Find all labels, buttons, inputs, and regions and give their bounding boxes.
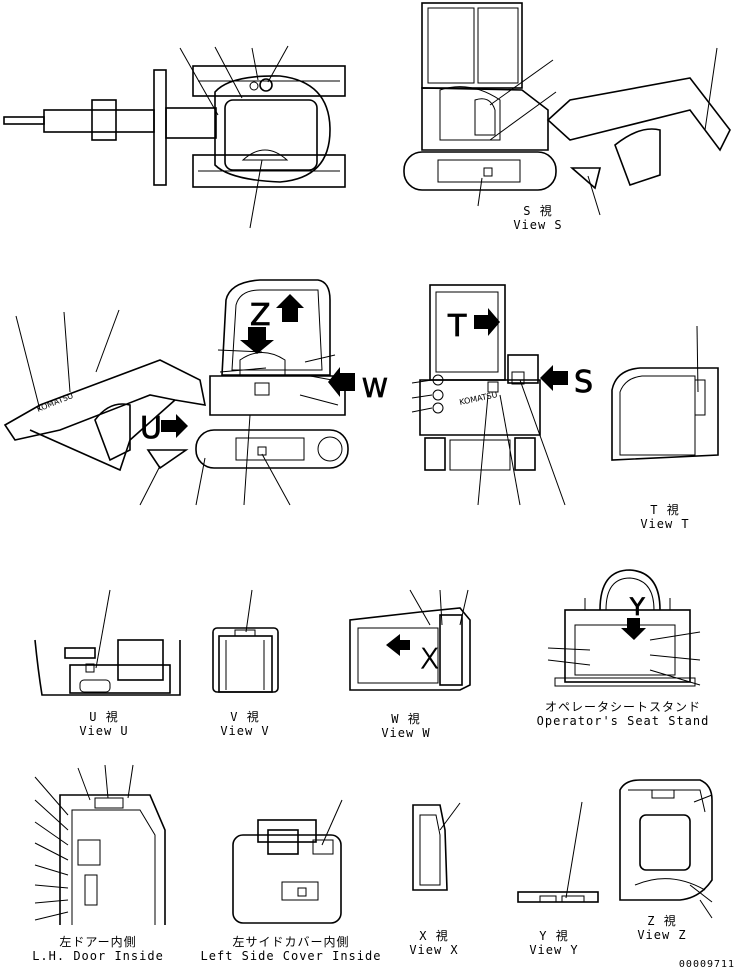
caption-view-x-en: View X	[409, 943, 459, 957]
left-cover-drawing	[232, 799, 343, 924]
caption-lh-door: 左ドアー内側 L.H. Door Inside	[18, 935, 178, 963]
seat-stand-drawing	[547, 569, 701, 687]
arrow-letter-s: S	[574, 365, 593, 400]
caption-view-u: U 視 View U	[64, 710, 144, 738]
view-u-drawing	[34, 589, 181, 696]
caption-view-w: W 視 View W	[366, 712, 446, 740]
caption-seat-stand-jp: オペレータシートスタンド	[544, 700, 701, 714]
caption-view-s-en: View S	[513, 218, 563, 232]
view-x-drawing	[412, 802, 461, 891]
caption-lh-door-jp: 左ドアー内側	[59, 935, 137, 949]
arrow-letter-t: T	[447, 309, 467, 344]
view-w-x-letter: X	[420, 642, 439, 675]
boom-decal-text: KOMATSU	[35, 391, 74, 414]
caption-view-w-en: View W	[381, 726, 431, 740]
rear-view-leader-lines	[411, 379, 566, 506]
caption-view-v-jp: V 視	[230, 710, 260, 724]
rear-view-arrows	[474, 308, 568, 391]
left-view-arrows	[161, 294, 355, 438]
caption-left-cover: 左サイドカバー内側 Left Side Cover Inside	[193, 935, 389, 963]
drawing-number: 00009711	[678, 959, 736, 970]
caption-view-s-jp: S 視	[523, 204, 553, 218]
caption-left-cover-jp: 左サイドカバー内側	[232, 935, 350, 949]
arrow-letter-y: Y	[629, 593, 645, 621]
view-s-leader-lines	[477, 47, 718, 216]
caption-view-u-en: View U	[79, 724, 129, 738]
caption-view-y: Y 視 View Y	[514, 929, 594, 957]
view-z-drawing	[619, 779, 713, 919]
caption-view-v: V 視 View V	[205, 710, 285, 738]
view-w-drawing: X	[349, 589, 471, 691]
caption-view-s: S 視 View S	[498, 204, 578, 232]
caption-view-y-jp: Y 視	[539, 929, 569, 943]
caption-view-v-en: View V	[220, 724, 270, 738]
top-view-machine	[3, 65, 346, 188]
caption-view-w-jp: W 視	[391, 712, 421, 726]
rear-view-machine: KOMATSU	[419, 284, 541, 471]
caption-view-z-jp: Z 視	[647, 914, 677, 928]
arrow-letter-w: W	[362, 374, 388, 404]
lh-door-drawing	[34, 764, 166, 925]
caption-view-z-en: View Z	[637, 928, 687, 942]
caption-view-y-en: View Y	[529, 943, 579, 957]
caption-view-t: T 視 View T	[625, 503, 705, 531]
caption-view-t-jp: T 視	[650, 503, 680, 517]
caption-view-x-jp: X 視	[419, 929, 449, 943]
left-view-leader-lines	[15, 309, 339, 506]
top-view-leader-lines	[179, 45, 289, 229]
view-t-drawing	[611, 325, 719, 461]
caption-view-z: Z 視 View Z	[622, 914, 702, 942]
caption-left-cover-en: Left Side Cover Inside	[200, 949, 382, 963]
caption-view-x: X 視 View X	[394, 929, 474, 957]
view-y-drawing	[517, 801, 599, 903]
view-s-machine	[403, 2, 731, 191]
caption-seat-stand: オペレータシートスタンド Operator's Seat Stand	[528, 700, 718, 728]
view-v-drawing	[212, 589, 279, 693]
counterweight-decal-text: KOMATSU	[459, 390, 499, 407]
caption-seat-stand-en: Operator's Seat Stand	[536, 714, 710, 728]
arrow-letter-z: Z	[250, 298, 271, 333]
arrow-letter-u: U	[140, 411, 162, 446]
caption-view-t-en: View T	[640, 517, 690, 531]
caption-view-u-jp: U 視	[89, 710, 119, 724]
caption-lh-door-en: L.H. Door Inside	[32, 949, 164, 963]
